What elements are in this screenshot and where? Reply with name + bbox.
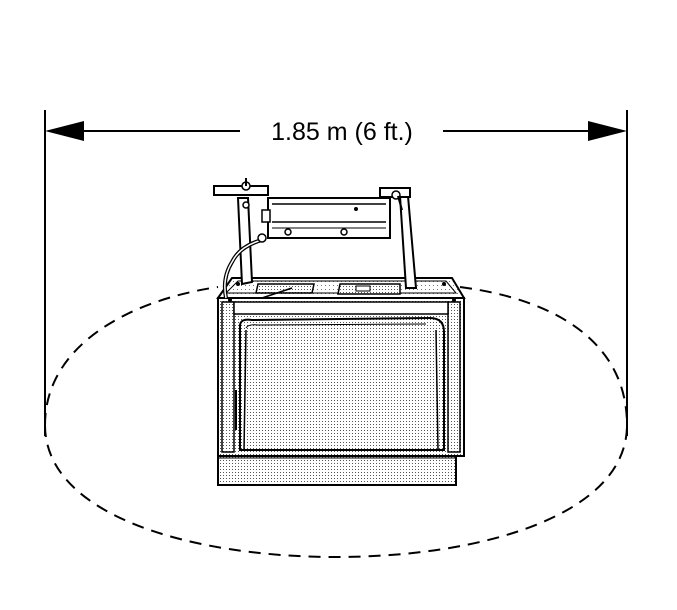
top-plates [255,283,401,299]
cabinet-opening [239,316,445,451]
unit-cabinet [216,277,466,457]
clearance-ellipse-front [44,424,628,559]
clearance-ellipse-back [44,286,628,426]
dimension-label: 1.85 m (6 ft.) [271,118,413,146]
dimension-indicator: 1.85 m (6 ft.) [44,110,628,436]
clearance-zone [44,286,628,559]
unit-base [217,451,457,486]
right-arrowhead [588,121,627,141]
top-mounted-assembly [213,178,418,299]
left-arrowhead [45,121,84,141]
